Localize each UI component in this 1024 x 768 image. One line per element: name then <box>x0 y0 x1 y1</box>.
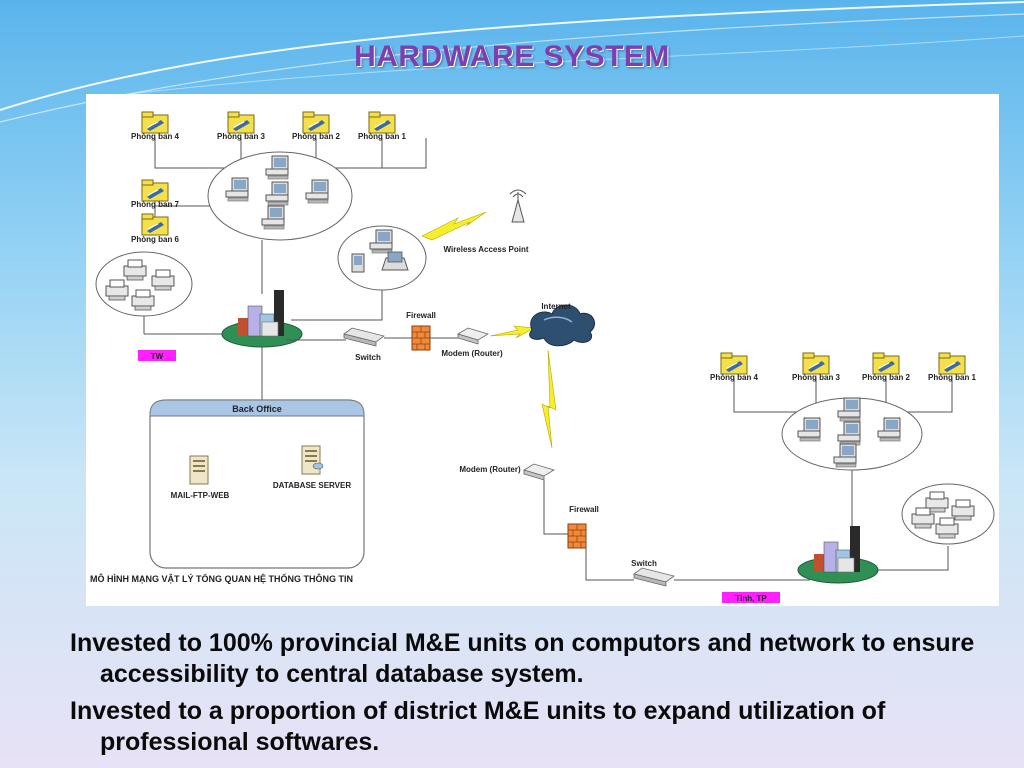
department-label: Phòng ban 7 <box>131 200 180 209</box>
wireless-access-point-icon <box>509 189 527 223</box>
printer-cluster <box>876 483 995 571</box>
department-label: Phòng ban 3 <box>217 132 266 141</box>
provincial-network: Phòng ban 4 Phòng ban 3 Phòng ban 2 Phòn… <box>459 352 995 603</box>
modem-icon <box>457 327 489 345</box>
department-folder-icon <box>938 352 966 375</box>
provincial-office-building-icon <box>797 525 879 584</box>
department-label: Phòng ban 6 <box>131 235 180 244</box>
modem-icon <box>523 463 555 481</box>
laptop-icon <box>381 251 409 271</box>
switch-icon <box>633 567 675 587</box>
modem-label: Modem (Router) <box>459 465 521 474</box>
switch-label: Switch <box>631 559 657 568</box>
firewall-label: Firewall <box>406 311 436 320</box>
department-label: Phòng ban 2 <box>862 373 911 382</box>
slide-title: HARDWARE SYSTEM <box>354 40 670 73</box>
firewall-label: Firewall <box>569 505 599 514</box>
central-tag-background <box>138 350 176 361</box>
printer-cluster <box>95 251 226 335</box>
pda-icon <box>351 253 365 273</box>
database-server-icon <box>301 445 321 475</box>
department-folder-icon <box>368 111 396 134</box>
department-label: Phòng ban 4 <box>710 373 759 382</box>
bullet-item: Invested to 100% provincial M&E units on… <box>70 629 975 688</box>
internet-cloud-icon <box>529 304 595 347</box>
bullet-item: Invested to a proportion of district M&E… <box>70 697 886 756</box>
internet-label: Internet <box>541 302 571 311</box>
internet-link-lightning-icon <box>541 349 557 449</box>
department-label: Phòng ban 3 <box>792 373 841 382</box>
internet-lightning-icon <box>489 325 535 339</box>
diagram-canvas: Phòng ban 4 Phòng ban 3 Phòng ban 2 Phòn… <box>90 111 995 603</box>
switch-label: Switch <box>355 353 381 362</box>
department-folder-icon <box>720 352 748 375</box>
wireless-lightning-icon <box>421 211 487 241</box>
department-folder-icon <box>802 352 830 375</box>
diagram-caption: MÔ HÌNH MẠNG VẬT LÝ TỔNG QUAN HỆ THỐNG T… <box>90 573 353 584</box>
server-icon <box>189 455 209 485</box>
department-label: Phòng ban 1 <box>928 373 977 382</box>
server-label: DATABASE SERVER <box>273 481 351 490</box>
department-folder-icon <box>141 111 169 134</box>
back-office: Back Office MAIL-FTP-WEB DATABASE SERVER <box>149 399 365 569</box>
department-label: Phòng ban 4 <box>131 132 180 141</box>
modem-label: Modem (Router) <box>441 349 503 358</box>
department-folder-icon <box>141 179 169 202</box>
department-label: Phòng ban 2 <box>292 132 341 141</box>
central-network: Phòng ban 4 Phòng ban 3 Phòng ban 2 Phòn… <box>90 111 595 584</box>
wireless-access-point-label: Wireless Access Point <box>443 245 528 254</box>
provincial-tag-background <box>722 592 780 603</box>
firewall-icon <box>411 325 431 351</box>
department-label: Phòng ban 1 <box>358 132 407 141</box>
network-diagram: Phòng ban 4 Phòng ban 3 Phòng ban 2 Phòn… <box>86 94 999 606</box>
workstation-cluster <box>207 151 353 241</box>
workstation-cluster <box>781 397 923 471</box>
back-office-title: Back Office <box>232 404 282 414</box>
department-folder-icon <box>302 111 330 134</box>
central-tag: TW <box>151 352 164 361</box>
department-folder-icon <box>872 352 900 375</box>
wireless-client-cluster <box>291 225 427 321</box>
server-label: MAIL-FTP-WEB <box>171 491 230 500</box>
bullet-list: Invested to 100% provincial M&E units on… <box>70 628 990 764</box>
switch-icon <box>343 327 385 347</box>
central-office-building-icon <box>221 289 303 348</box>
department-folder-icon <box>141 213 169 236</box>
firewall-icon <box>567 523 587 549</box>
provincial-tag: Tỉnh, TP <box>735 594 767 603</box>
department-folder-icon <box>227 111 255 134</box>
